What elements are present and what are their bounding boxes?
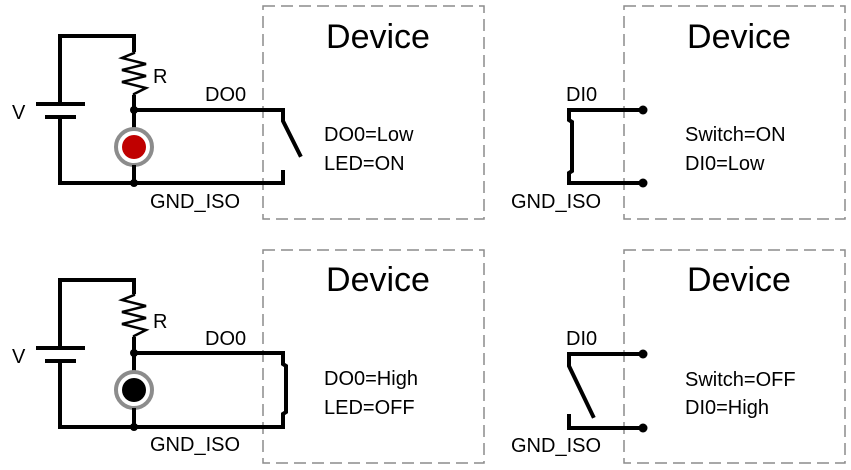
terminal-dot <box>638 349 648 359</box>
switch-open-base <box>567 414 645 430</box>
state-line-2: LED=OFF <box>324 397 415 419</box>
wire-gnd <box>132 408 285 429</box>
resistor-label: R <box>153 311 167 333</box>
battery-icon <box>36 346 85 363</box>
device-box <box>262 5 485 220</box>
wire-do0-closed <box>132 351 288 429</box>
ground-label: GND_ISO <box>150 191 240 213</box>
device-title: Device <box>326 261 430 299</box>
terminal-dot <box>638 423 648 433</box>
ground-label: GND_ISO <box>150 434 240 456</box>
panel-do-low: Device V R DO0 GND_ISO DO0=Low LED=ON <box>12 5 485 220</box>
led-off-icon <box>122 378 146 402</box>
device-box <box>623 249 846 464</box>
resistor-icon <box>118 50 150 97</box>
ground-label: GND_ISO <box>511 191 601 213</box>
wire-top <box>58 278 136 347</box>
signal-label: DI0 <box>566 328 597 350</box>
junction-dot <box>130 423 138 431</box>
voltage-label: V <box>12 346 26 368</box>
device-box <box>262 249 485 464</box>
panel-di-low: Device DI0 GND_ISO Switch=ON DI0=Low <box>511 5 846 220</box>
led-on-icon <box>122 135 146 159</box>
panel-do-high: Device V R DO0 GND_ISO DO0=High LED=OFF <box>12 249 485 464</box>
state-line-2: DI0=High <box>685 397 769 419</box>
device-title: Device <box>687 18 791 56</box>
ground-label: GND_ISO <box>511 435 601 457</box>
state-line-2: DI0=Low <box>685 153 765 175</box>
battery-icon <box>36 102 85 119</box>
wire-do0 <box>132 108 303 158</box>
state-line-1: Switch=OFF <box>685 369 796 391</box>
terminal-dot <box>638 105 648 115</box>
state-line-1: Switch=ON <box>685 124 786 146</box>
voltage-label: V <box>12 102 26 124</box>
resistor-icon <box>118 292 150 339</box>
device-title: Device <box>326 18 430 56</box>
wire-left-bottom <box>58 360 136 429</box>
signal-label: DI0 <box>566 84 597 106</box>
state-line-2: LED=ON <box>324 153 405 175</box>
wire-gnd <box>132 165 285 185</box>
signal-label: DO0 <box>205 328 246 350</box>
signal-label: DO0 <box>205 84 246 106</box>
switch-closed-wire <box>567 108 645 185</box>
terminal-dot <box>638 178 648 188</box>
device-box <box>623 5 846 220</box>
switch-open-arm <box>567 352 645 419</box>
state-line-1: DO0=Low <box>324 124 414 146</box>
panel-di-high: Device DI0 GND_ISO Switch=OFF DI0=High <box>511 249 846 464</box>
wire-top <box>58 34 136 103</box>
resistor-label: R <box>153 66 167 88</box>
state-line-1: DO0=High <box>324 368 418 390</box>
device-title: Device <box>687 261 791 299</box>
junction-dot <box>130 179 138 187</box>
wire-left-bottom <box>58 116 136 185</box>
